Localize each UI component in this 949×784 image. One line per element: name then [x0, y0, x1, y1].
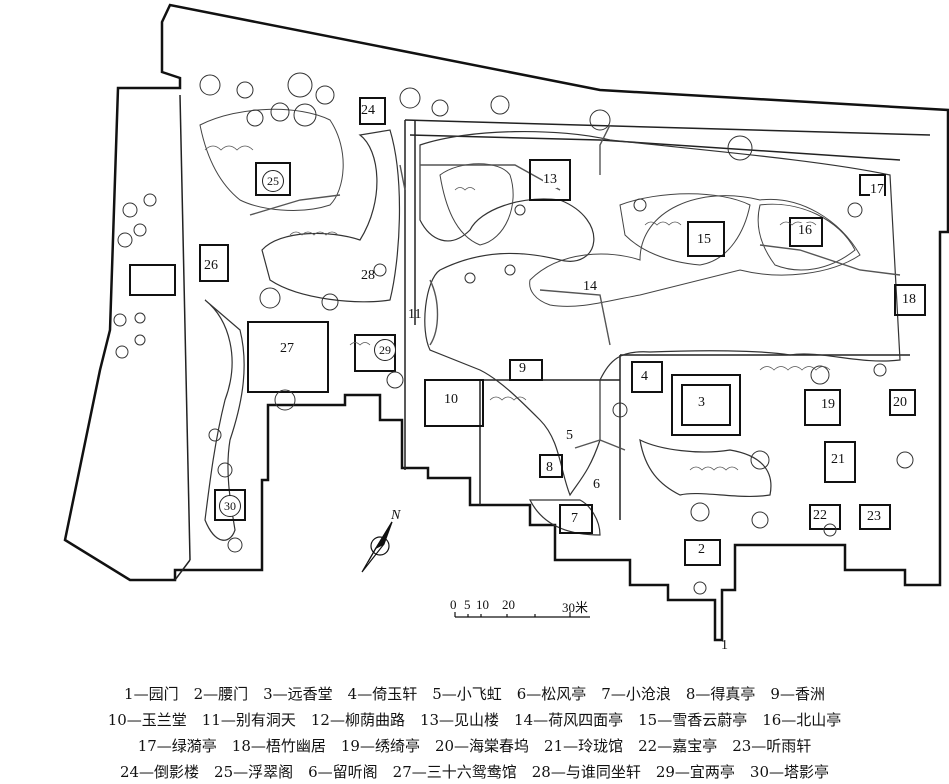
- north-label: N: [391, 508, 401, 523]
- inner-walls: [174, 94, 931, 581]
- label-7: 7: [571, 511, 578, 526]
- legend-line-2: 10—玉兰堂 11—别有洞天 12—柳荫曲路 13—见山楼 14—荷风四面亭 1…: [107, 711, 842, 729]
- label-8: 8: [546, 460, 553, 476]
- north-arrow-icon: [361, 521, 393, 573]
- garden-plan-map: [63, 3, 949, 642]
- label-24: 24: [361, 103, 375, 119]
- label-9: 9: [519, 361, 526, 377]
- legend-line-1: 1—园门 2—腰门 3—远香堂 4—倚玉轩 5—小飞虹 6—松风亭 7—小沧浪 …: [124, 685, 825, 703]
- label-11: 11: [408, 307, 422, 322]
- label-30: 30: [219, 495, 241, 517]
- outer-wall: [63, 3, 949, 642]
- buildings: [129, 97, 926, 566]
- label-19: 19: [821, 397, 835, 413]
- label-13: 13: [543, 172, 557, 188]
- label-20: 20: [893, 395, 907, 411]
- label-17: 17: [870, 182, 884, 198]
- scale-bar: [454, 612, 590, 618]
- label-29: 29: [374, 339, 396, 361]
- label-28: 28: [361, 268, 375, 283]
- label-6: 6: [593, 477, 600, 492]
- legend-line-4: 24—倒影楼 25—浮翠阁 6—留听阁 27—三十六鸳鸯馆 28—与谁同坐轩 2…: [119, 763, 830, 781]
- islands: [199, 108, 861, 307]
- label-10: 10: [444, 392, 458, 408]
- label-22: 22: [813, 508, 827, 524]
- label-2: 2: [698, 542, 705, 557]
- label-18: 18: [902, 292, 916, 308]
- label-27: 27: [280, 341, 294, 357]
- scale-labels: 0 5 10 20 30米: [450, 597, 610, 627]
- label-16: 16: [798, 223, 812, 239]
- scale-tick-10: 10: [476, 597, 489, 612]
- label-25: 25: [262, 170, 284, 192]
- label-23: 23: [867, 509, 881, 525]
- ponds: [204, 129, 901, 541]
- trees: [113, 72, 914, 595]
- label-3: 3: [698, 395, 705, 410]
- scale-tick-5: 5: [464, 597, 471, 612]
- label-21: 21: [831, 452, 845, 468]
- label-15: 15: [697, 232, 711, 248]
- scale-tick-0: 0: [450, 597, 457, 612]
- label-4: 4: [641, 369, 648, 385]
- label-1: 1: [721, 638, 728, 653]
- rockeries: [204, 145, 831, 471]
- scale-tick-30: 30米: [562, 600, 589, 615]
- label-14: 14: [583, 279, 597, 294]
- label-5: 5: [566, 428, 573, 443]
- label-26: 26: [204, 258, 218, 274]
- scale-tick-20: 20: [502, 597, 515, 612]
- legend-line-3: 17—绿漪亭 18—梧竹幽居 19—绣绮亭 20—海棠春坞 21—玲珑馆 22—…: [137, 737, 812, 755]
- walkways: [249, 124, 901, 451]
